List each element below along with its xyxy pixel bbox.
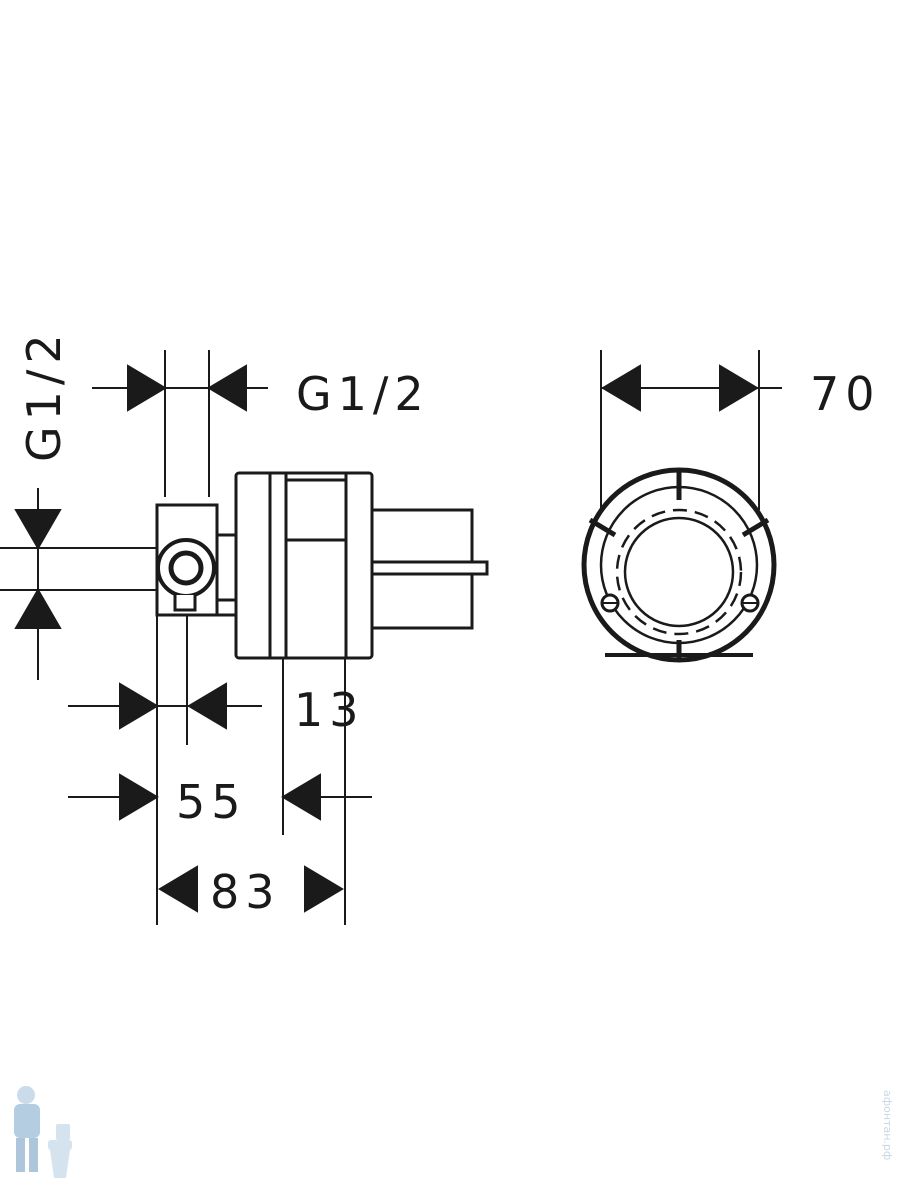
dim-label-side-thread: G1/2	[17, 328, 71, 462]
dim-arrow	[207, 364, 247, 412]
watermark-site: афонтан.рф	[881, 1090, 894, 1160]
dim-label-83: 83	[210, 865, 281, 919]
cartridge-rod	[370, 560, 489, 576]
dim-arrow	[14, 509, 62, 550]
front-view	[581, 467, 777, 663]
port-screw	[173, 595, 197, 612]
dim-label-70: 70	[810, 367, 881, 421]
dim-arrow	[187, 682, 227, 730]
dim-label-55: 55	[176, 775, 247, 829]
dim-arrow	[14, 588, 62, 629]
dim-arrow	[304, 865, 344, 913]
body-window	[284, 478, 348, 542]
block-step	[215, 533, 239, 617]
side-view	[155, 471, 489, 660]
dim-arrow	[119, 773, 159, 821]
dim-arrow	[119, 682, 159, 730]
dim-arrow	[158, 865, 198, 913]
plumber-mascot-icon	[14, 1086, 72, 1178]
inlet-port-inner	[168, 550, 204, 586]
dim-arrow	[127, 364, 167, 412]
dimension-lines	[0, 350, 782, 925]
dim-label-top-thread: G1/2	[296, 367, 430, 421]
dim-arrow	[281, 773, 321, 821]
main-body	[234, 471, 374, 660]
front-core	[623, 516, 735, 628]
dim-arrow	[601, 364, 641, 412]
dim-arrow	[719, 364, 759, 412]
front-dashed-ring	[615, 508, 743, 636]
dim-label-13: 13	[294, 683, 365, 737]
